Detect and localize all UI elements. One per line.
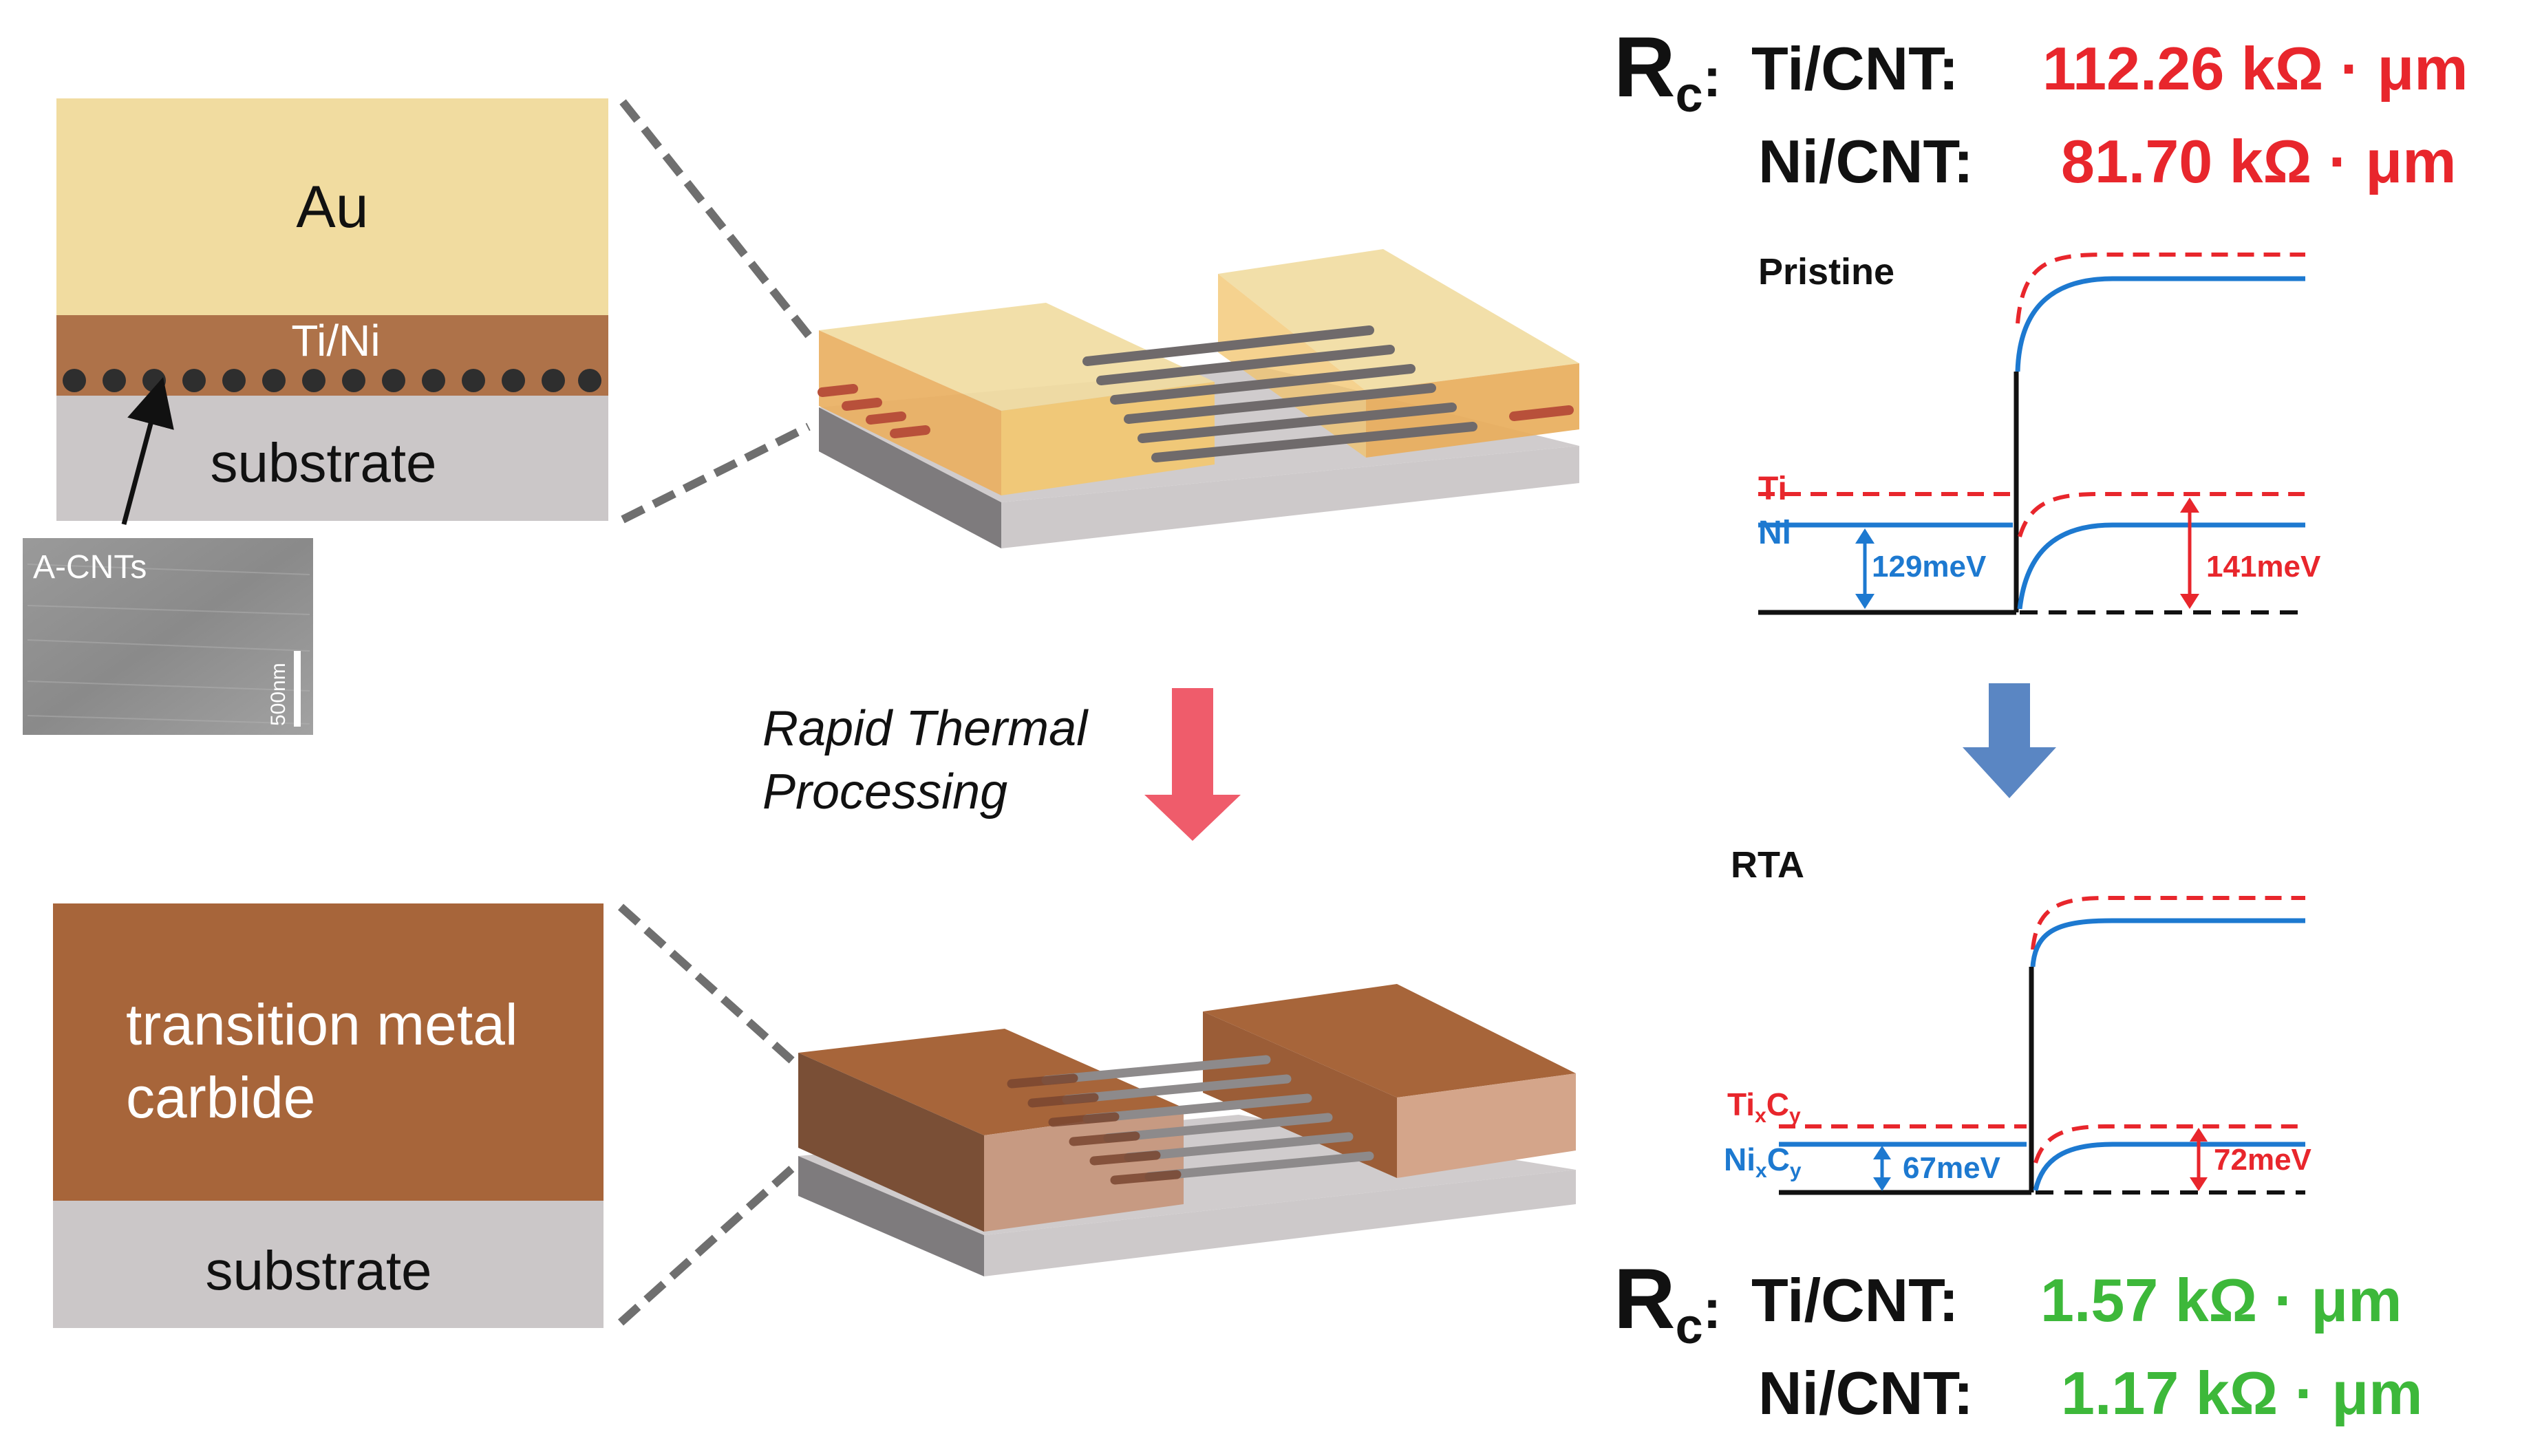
svg-text:TixCy: TixCy	[1727, 1086, 1801, 1127]
rc-symbol: R	[1614, 20, 1676, 115]
rc-symbol-bottom: R	[1614, 1252, 1676, 1347]
blue-arrow	[1963, 683, 2056, 798]
rta-ni-y: y	[1790, 1159, 1802, 1182]
substrate-layer-bottom	[53, 1201, 604, 1328]
pristine-ni-label: Ni	[1758, 515, 1791, 551]
svg-text:Rc:: Rc:	[1614, 1252, 1721, 1354]
svg-text:NixCy: NixCy	[1724, 1142, 1802, 1182]
rta-ni-barrier: 67meV	[1903, 1151, 2001, 1185]
rc-subscript: c	[1676, 67, 1703, 122]
au-label: Au	[296, 174, 368, 240]
zoom-lines-bottom	[617, 903, 802, 1326]
sem-label: A-CNTs	[33, 549, 147, 586]
ni-cnt-label-bottom: Ni/CNT:	[1758, 1359, 1974, 1427]
ti-cnt-label-bottom: Ti/CNT:	[1751, 1266, 1958, 1334]
rc-subscript-bottom: c	[1676, 1299, 1703, 1354]
rta-ti-y: y	[1789, 1104, 1801, 1127]
pristine-ti-label: Ti	[1758, 471, 1787, 507]
rta-ni-x: x	[1755, 1159, 1767, 1182]
rta-ti-main: Ti	[1727, 1086, 1755, 1122]
ti-cnt-value-bottom: 1.57 kΩ · μm	[2040, 1266, 2402, 1334]
rta-ti-x: x	[1755, 1104, 1766, 1127]
ti-ni-label: Ti/Ni	[291, 316, 380, 365]
rc-top: Rc: Ti/CNT: 112.26 kΩ · μm Ni/CNT: 81.70…	[1614, 20, 2468, 195]
carbide-label-line1: transition metal	[126, 992, 518, 1057]
pristine-title: Pristine	[1758, 251, 1894, 292]
substrate-label-top: substrate	[210, 432, 436, 493]
ni-cnt-value-bottom: 1.17 kΩ · μm	[2061, 1359, 2423, 1427]
bottom-layer-stack: transition metal carbide substrate	[53, 903, 604, 1328]
ti-cnt-label-top: Ti/CNT:	[1751, 34, 1958, 103]
sem-image: A-CNTs 500nm	[23, 538, 313, 735]
rta-ni-main: Ni	[1724, 1142, 1755, 1177]
process-arrow	[1144, 688, 1241, 841]
process-label-line1: Rapid Thermal	[762, 701, 1089, 756]
rta-ti-barrier: 72meV	[2214, 1143, 2312, 1177]
rc-colon: :	[1703, 47, 1722, 108]
pointer-arrow	[121, 377, 174, 525]
pristine-ti-barrier: 141meV	[2206, 550, 2321, 584]
process-label-line2: Processing	[762, 764, 1007, 820]
svg-text:Rc:: Rc:	[1614, 20, 1721, 122]
band-diagram-rta: RTA TixCy NixCy 67meV 72meV	[1724, 844, 2312, 1195]
zoom-lines-top	[619, 99, 819, 524]
device-pristine	[818, 249, 1579, 548]
pristine-ni-barrier: 129meV	[1872, 550, 1987, 584]
rta-ni-c: C	[1767, 1142, 1790, 1177]
ni-cnt-label-top: Ni/CNT:	[1758, 127, 1974, 195]
rc-colon-bottom: :	[1703, 1278, 1722, 1340]
rta-title: RTA	[1731, 844, 1804, 886]
au-layer	[56, 98, 608, 315]
ti-cnt-value-top: 112.26 kΩ · μm	[2042, 34, 2468, 103]
top-layer-stack: Au Ti/Ni substrate	[56, 98, 608, 525]
substrate-label-bottom: substrate	[205, 1240, 431, 1301]
rc-bottom: Rc: Ti/CNT: 1.57 kΩ · μm Ni/CNT: 1.17 kΩ…	[1614, 1252, 2423, 1427]
device-rta	[798, 984, 1576, 1276]
carbide-label-line2: carbide	[126, 1065, 316, 1130]
rta-ti-c: C	[1766, 1086, 1789, 1122]
scale-label: 500nm	[267, 663, 290, 726]
band-diagram-pristine: Pristine Ti Ni 129meV 141meV	[1758, 251, 2321, 615]
scale-bar	[294, 651, 301, 727]
carbide-layer	[53, 903, 604, 1201]
ni-cnt-value-top: 81.70 kΩ · μm	[2061, 127, 2456, 195]
